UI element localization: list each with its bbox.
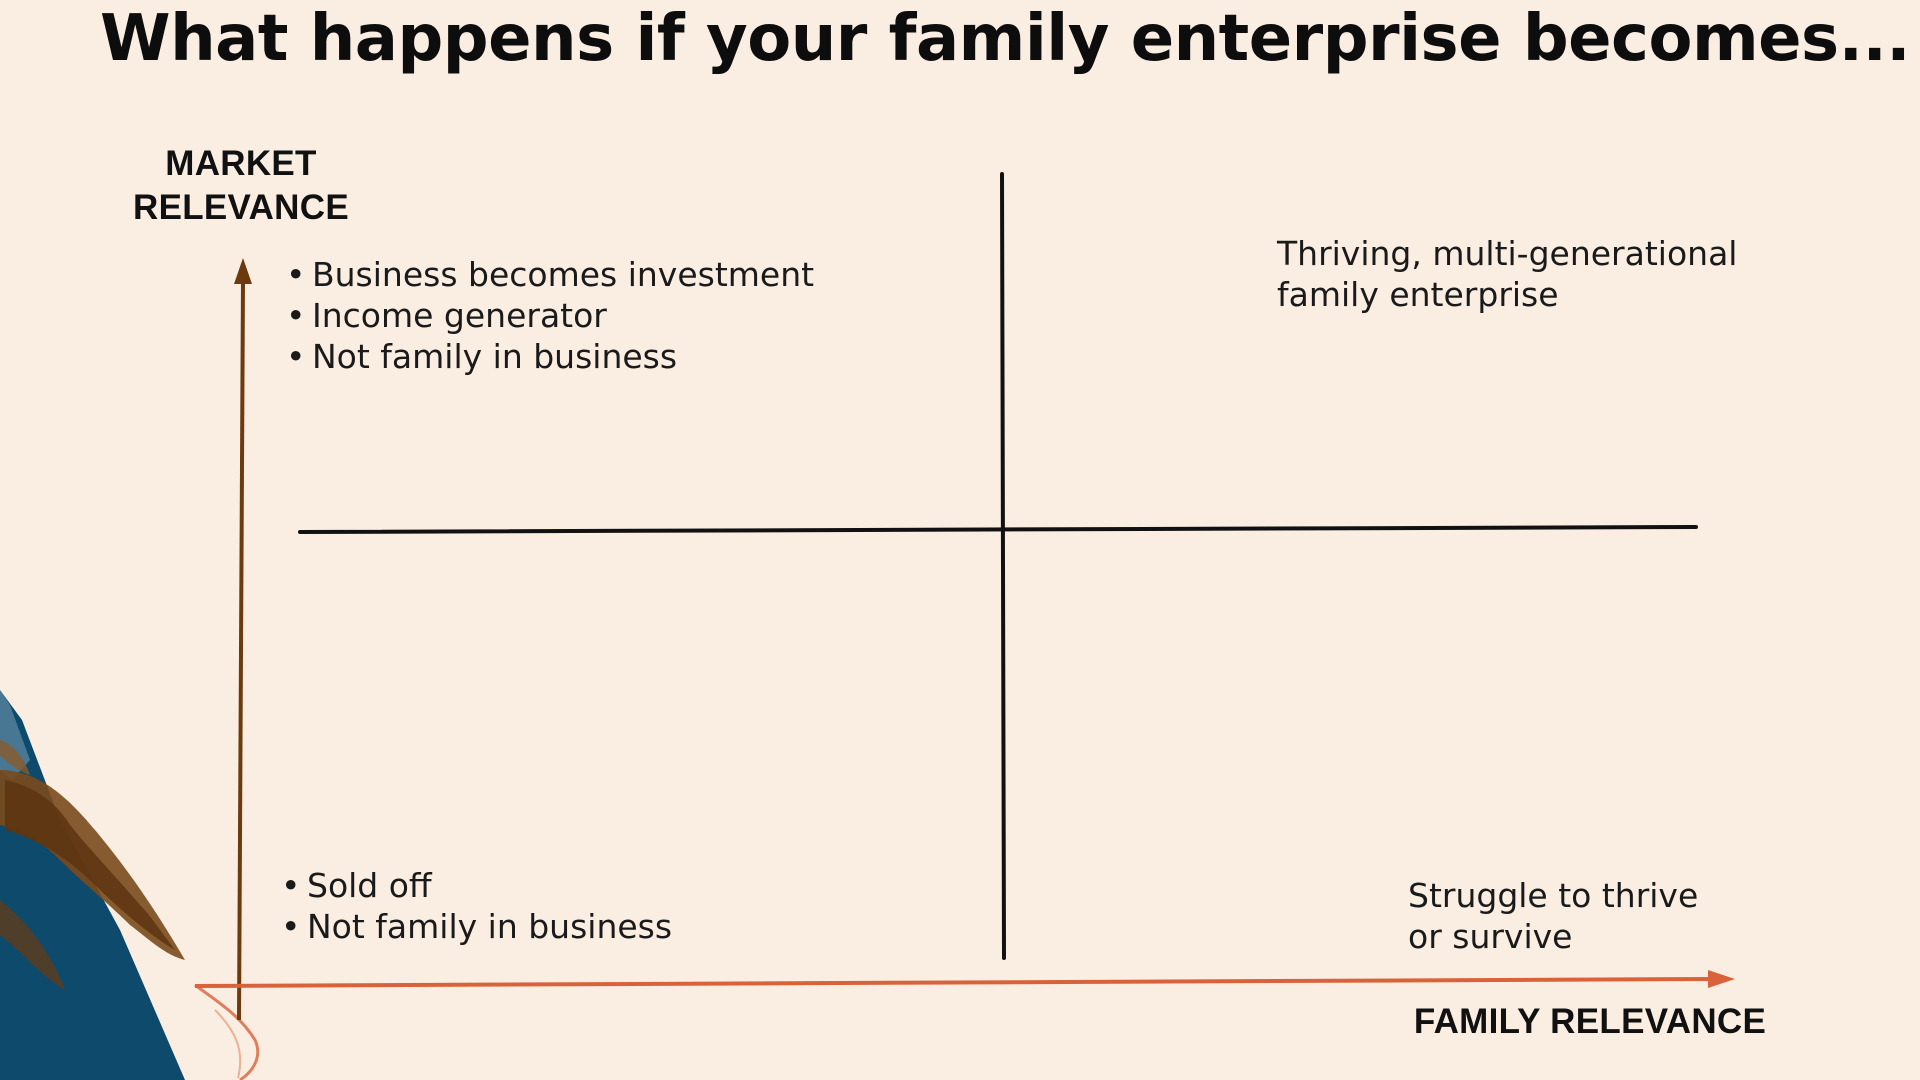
quadrant-top-right: Thriving, multi-generational family ente… bbox=[1277, 233, 1797, 315]
list-item: Not family in business bbox=[281, 906, 672, 947]
y-axis-label-line1: MARKET bbox=[165, 144, 317, 183]
vertical-divider-line bbox=[1000, 172, 1006, 960]
quadrant-bottom-right-line2: or survive bbox=[1408, 917, 1573, 956]
list-item: Business becomes investment bbox=[286, 254, 814, 295]
quadrant-bottom-right-line1: Struggle to thrive bbox=[1408, 876, 1699, 915]
y-axis-line bbox=[237, 279, 245, 1021]
y-axis-label: MARKET RELEVANCE bbox=[110, 142, 372, 230]
quadrant-top-right-line2: family enterprise bbox=[1277, 275, 1559, 314]
quadrant-bottom-right: Struggle to thrive or survive bbox=[1408, 875, 1788, 957]
decorative-paint-stroke bbox=[0, 690, 260, 1080]
y-axis-label-line2: RELEVANCE bbox=[133, 188, 349, 227]
list-item: Income generator bbox=[286, 295, 814, 336]
list-item: Not family in business bbox=[286, 336, 814, 377]
quadrant-top-left: Business becomes investment Income gener… bbox=[286, 254, 814, 377]
horizontal-divider-line bbox=[298, 525, 1698, 534]
x-axis-line bbox=[194, 977, 1711, 988]
y-axis-arrowhead bbox=[234, 258, 252, 284]
slide-title: What happens if your family enterprise b… bbox=[100, 2, 1911, 76]
quadrant-top-right-line1: Thriving, multi-generational bbox=[1277, 234, 1738, 273]
x-axis-arrowhead bbox=[1708, 970, 1735, 988]
x-axis-label: FAMILY RELEVANCE bbox=[1413, 1002, 1767, 1041]
list-item: Sold off bbox=[281, 865, 672, 906]
quadrant-bottom-left: Sold off Not family in business bbox=[281, 865, 672, 947]
